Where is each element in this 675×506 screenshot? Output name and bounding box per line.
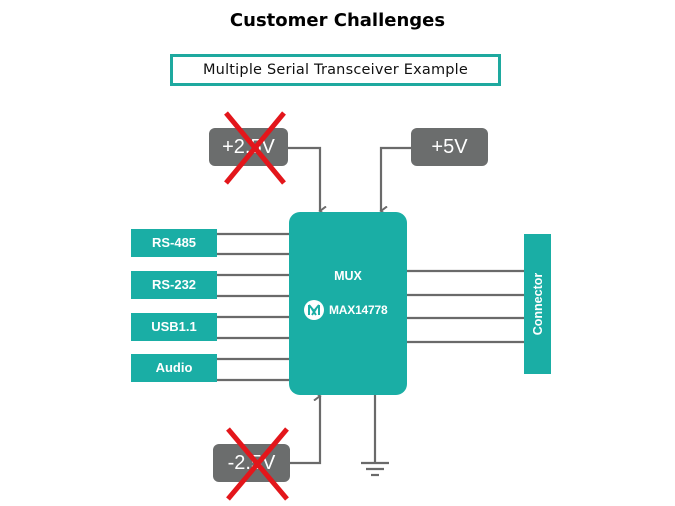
interface-usb: USB1.1 bbox=[131, 313, 217, 341]
interface-rs232: RS-232 bbox=[131, 271, 217, 299]
mux-block: MUX MAX14778 bbox=[289, 212, 407, 395]
subtitle-box: Multiple Serial Transceiver Example bbox=[170, 54, 501, 86]
cross-out-icon bbox=[226, 427, 289, 501]
ground-icon bbox=[361, 461, 389, 477]
mux-title: MUX bbox=[334, 269, 362, 283]
interface-rs485: RS-485 bbox=[131, 229, 217, 257]
wire-pos-2-5v bbox=[288, 146, 320, 211]
interface-audio: Audio bbox=[131, 354, 217, 382]
connector-block: Connector bbox=[524, 234, 551, 374]
wire-pos-5v bbox=[381, 146, 411, 211]
cross-out-icon bbox=[224, 111, 286, 185]
maxim-logo-icon bbox=[304, 300, 324, 320]
wire-neg-2-5v bbox=[290, 396, 320, 465]
supply-pos-5v: +5V bbox=[411, 128, 488, 166]
part-number: MAX14778 bbox=[329, 303, 388, 317]
page-title: Customer Challenges bbox=[229, 10, 446, 31]
connector-label: Connector bbox=[530, 272, 545, 336]
supply-label: +5V bbox=[431, 136, 468, 158]
